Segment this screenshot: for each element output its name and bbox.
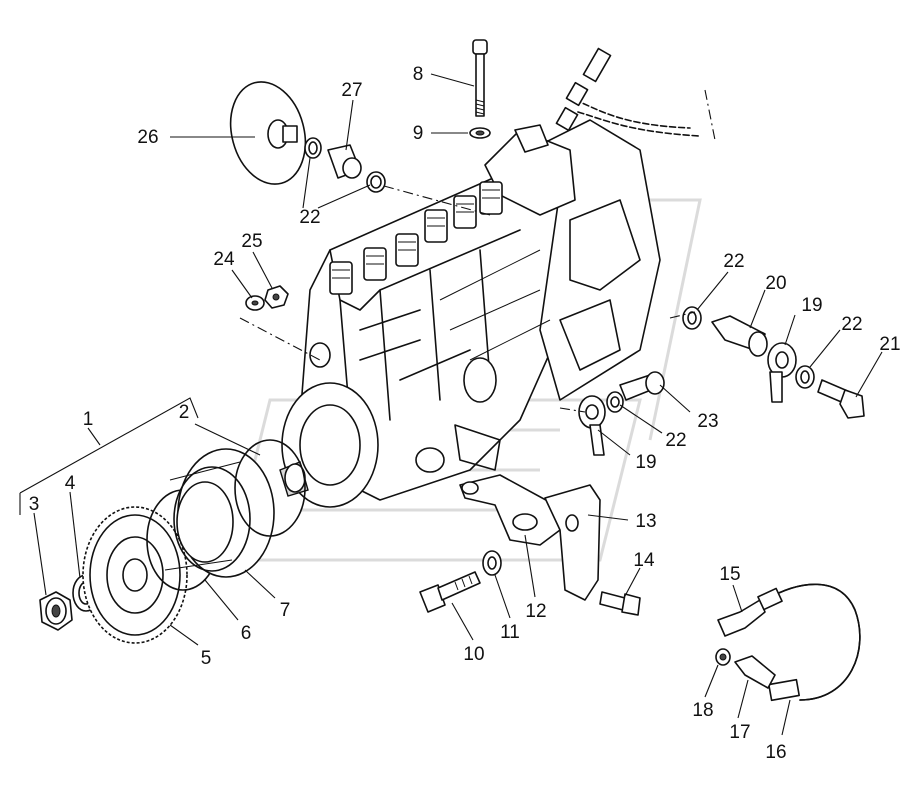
part-gear-5 bbox=[82, 506, 188, 644]
part-nut-25 bbox=[264, 285, 289, 309]
part-bolt-14 bbox=[599, 591, 641, 616]
callout-13: 13 bbox=[635, 511, 656, 532]
part-washer-9 bbox=[469, 127, 491, 139]
part-bolt-8 bbox=[472, 39, 488, 117]
part-valve-20 bbox=[711, 315, 768, 357]
centerline-27 bbox=[383, 185, 491, 216]
part-cover-26 bbox=[229, 81, 307, 185]
part-washer-11 bbox=[482, 550, 502, 576]
callout-4: 4 bbox=[65, 473, 76, 494]
part-fitting-17 bbox=[734, 655, 776, 689]
part-gasket-22-d bbox=[795, 365, 815, 389]
callout-19-upper: 19 bbox=[801, 295, 822, 316]
fuel-line-assembly bbox=[555, 47, 716, 141]
callout-26: 26 bbox=[137, 127, 158, 148]
callout-17: 17 bbox=[729, 722, 750, 743]
part-banjo-19-b bbox=[578, 395, 606, 456]
part-nut-3 bbox=[39, 591, 73, 631]
callout-19-lower: 19 bbox=[635, 452, 656, 473]
callout-14: 14 bbox=[633, 550, 655, 571]
centerline-24-25 bbox=[239, 317, 321, 361]
callout-15: 15 bbox=[719, 564, 740, 585]
callout-23: 23 bbox=[697, 411, 718, 432]
part-lever-12 bbox=[459, 474, 561, 546]
callout-11: 11 bbox=[500, 622, 520, 643]
centerline-20 bbox=[669, 311, 696, 319]
callout-7: 7 bbox=[280, 600, 291, 621]
part-hub-7 bbox=[164, 448, 275, 578]
part-bolt-10 bbox=[419, 571, 481, 613]
callout-5: 5 bbox=[201, 648, 212, 669]
callout-18: 18 bbox=[692, 700, 713, 721]
part-ring-2 bbox=[234, 439, 306, 537]
callout-8: 8 bbox=[413, 64, 424, 85]
part-fitting-27 bbox=[327, 144, 362, 179]
callout-22-lower: 22 bbox=[665, 430, 686, 451]
part-banjo-bolt-23 bbox=[619, 371, 665, 401]
callout-2: 2 bbox=[179, 402, 190, 423]
callout-12: 12 bbox=[525, 601, 546, 622]
part-banjo-bolt-21 bbox=[817, 379, 865, 419]
part-gasket-22-c bbox=[682, 306, 702, 330]
callout-25: 25 bbox=[241, 231, 262, 252]
callout-22-right-b: 22 bbox=[841, 314, 862, 335]
callout-9: 9 bbox=[413, 123, 424, 144]
centerline-19b bbox=[559, 407, 586, 413]
callout-10: 10 bbox=[463, 644, 484, 665]
callout-3: 3 bbox=[29, 494, 40, 515]
callout-22-top: 22 bbox=[299, 207, 320, 228]
callout-labels: 1 2 3 4 5 6 7 8 9 10 11 12 13 14 15 16 1… bbox=[29, 64, 901, 763]
injection-pump-body bbox=[279, 119, 661, 508]
callout-21: 21 bbox=[879, 334, 900, 355]
callout-1: 1 bbox=[83, 409, 94, 430]
callout-22-right-a: 22 bbox=[723, 251, 744, 272]
part-elbow-15 bbox=[717, 599, 766, 637]
callout-16: 16 bbox=[765, 742, 786, 763]
part-bracket-13 bbox=[544, 484, 601, 601]
part-washer-24 bbox=[245, 295, 265, 311]
part-banjo-19-a bbox=[767, 342, 797, 403]
part-gasket-22-b bbox=[366, 171, 386, 193]
part-hose-16 bbox=[757, 583, 861, 702]
part-washer-18 bbox=[715, 648, 731, 666]
callout-27: 27 bbox=[341, 80, 362, 101]
callout-20: 20 bbox=[765, 273, 786, 294]
part-gasket-22-a bbox=[304, 137, 322, 159]
callout-6: 6 bbox=[241, 623, 252, 644]
callout-24: 24 bbox=[213, 249, 235, 270]
part-gasket-22-e bbox=[606, 391, 624, 413]
leader-lines bbox=[19, 73, 883, 736]
